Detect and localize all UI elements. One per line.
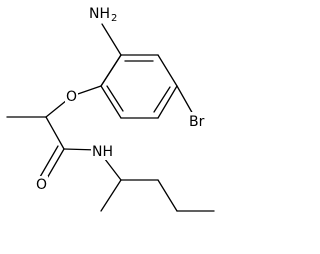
- bond-ring-double-right: [153, 86, 171, 113]
- ether-oxygen-label: O: [66, 89, 77, 105]
- bond-ring-double-left: [106, 85, 124, 112]
- bond-ring-c1-c2: [100, 54, 122, 87]
- bond-ch2-nh2: [101, 23, 122, 56]
- chemical-structure-diagram: NH 2 O Br NH O: [6, 4, 215, 212]
- bond-ring-br: [176, 85, 195, 117]
- bond-ring-c3-c4: [157, 54, 178, 87]
- bond-ring-c4-c5: [157, 85, 178, 119]
- amine-nitrogen-label: NH: [89, 6, 110, 22]
- amide-nh-label: NH: [92, 144, 113, 160]
- bond-carbonyl-o-1: [45, 148, 65, 181]
- bond-ch-methyl-2: [100, 179, 122, 212]
- bromine-label: Br: [189, 114, 205, 130]
- atom-label-layer: NH 2 O Br NH O: [35, 4, 210, 193]
- bond-ch-carbonyl: [45, 116, 65, 150]
- amine-hydrogen-count: 2: [111, 13, 117, 24]
- bond-layer: [6, 23, 215, 212]
- bond-ch2-ch2: [157, 179, 178, 212]
- bond-ring-c6-c1: [100, 85, 122, 119]
- carbonyl-oxygen-label: O: [36, 177, 47, 193]
- bond-carbonyl-o-2: [39, 145, 59, 178]
